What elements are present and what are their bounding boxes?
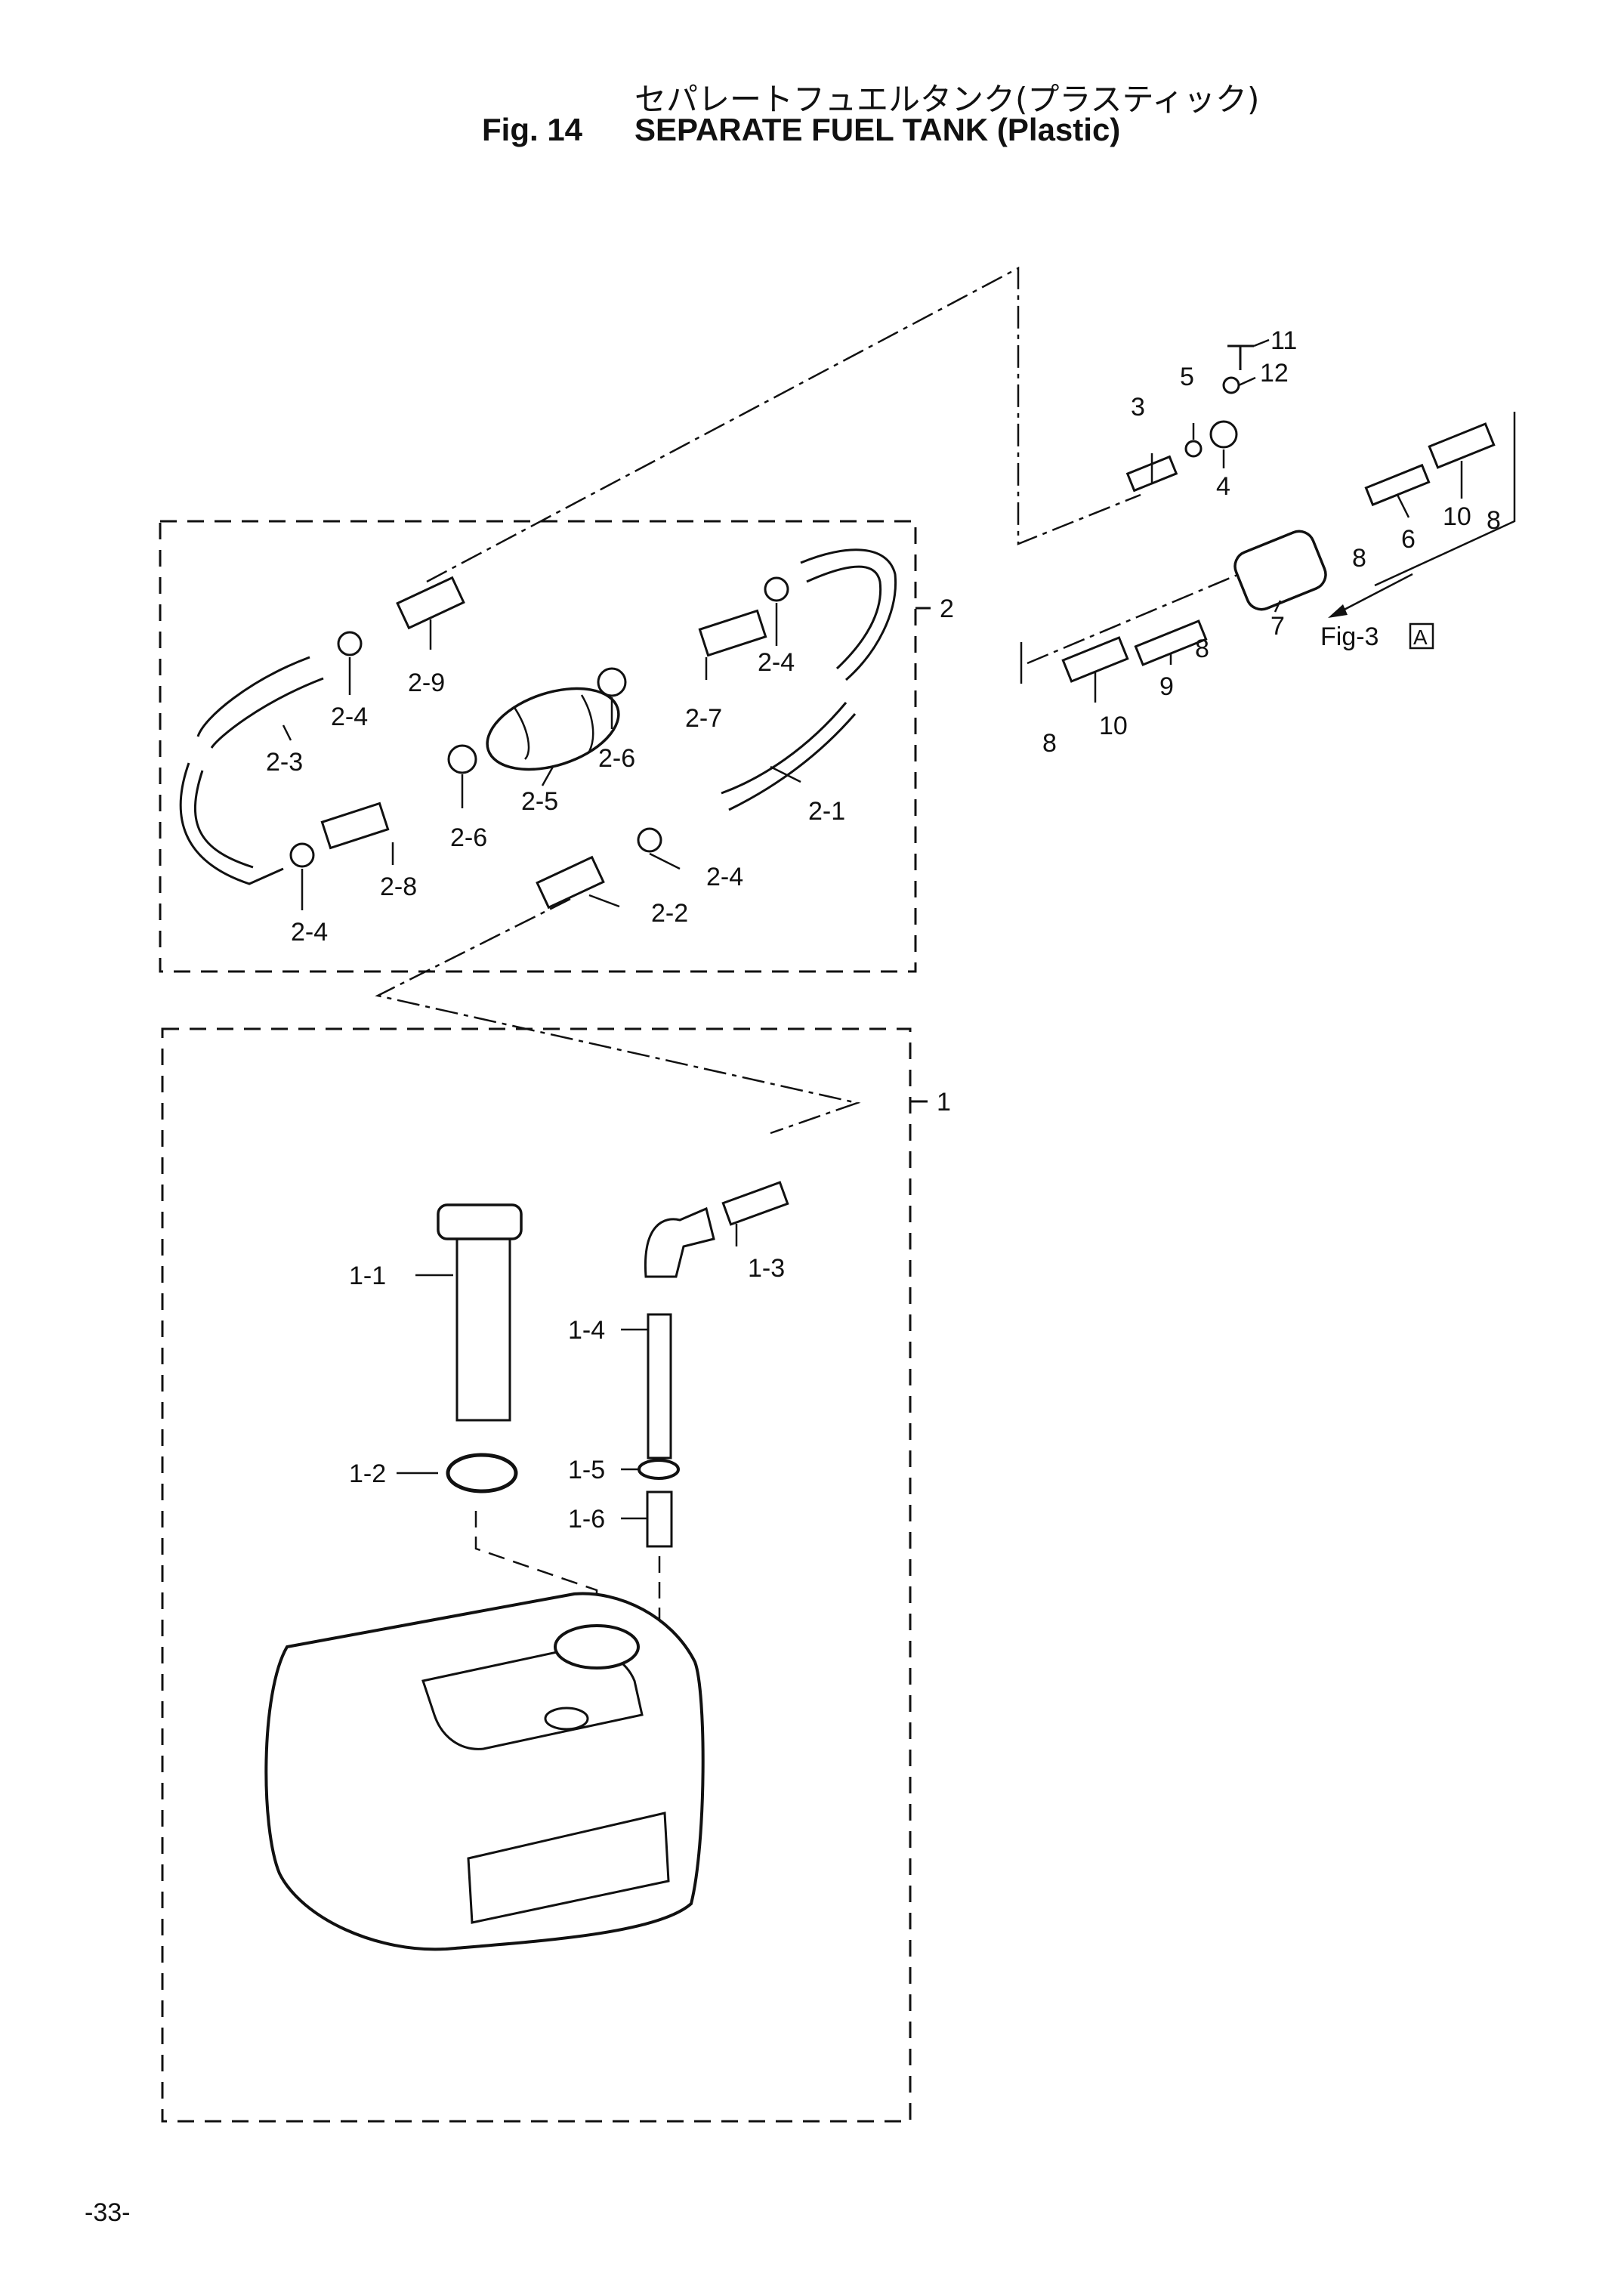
fuel-hose-short-9 bbox=[1134, 619, 1208, 666]
fuel-tank-body bbox=[264, 1592, 705, 1951]
callout-11: 11 bbox=[1270, 326, 1297, 355]
hose-joint bbox=[597, 667, 627, 697]
callout-2-4: 2-4 bbox=[758, 648, 795, 677]
fuel-gauge-cap bbox=[437, 1203, 523, 1240]
fuel-filter-group-bracket bbox=[1020, 412, 1516, 684]
callout-1-6: 1-6 bbox=[568, 1505, 605, 1534]
callout-2-1: 2-1 bbox=[808, 797, 845, 826]
hose-clamp bbox=[289, 842, 315, 868]
fuel-hose-lower-loop bbox=[179, 762, 284, 885]
callout-2-8: 2-8 bbox=[380, 873, 417, 901]
tank-connector bbox=[536, 855, 605, 910]
callout-2-7: 2-7 bbox=[685, 704, 722, 733]
callout-2-9: 2-9 bbox=[408, 669, 445, 697]
fuel-filter-body bbox=[1233, 530, 1327, 611]
assembly-2-box bbox=[159, 520, 917, 973]
callout-1-2: 1-2 bbox=[349, 1459, 386, 1488]
fuel-gauge-tube bbox=[455, 1230, 511, 1422]
fig-ref-box-letter: A bbox=[1413, 625, 1428, 649]
hose-clip-10-lower bbox=[1061, 636, 1129, 683]
primer-bulb bbox=[486, 687, 620, 771]
check-valve-upper bbox=[698, 609, 767, 657]
callout-5: 5 bbox=[1180, 363, 1194, 391]
strainer-1-6 bbox=[646, 1490, 673, 1548]
callout-1-5: 1-5 bbox=[568, 1456, 605, 1484]
elbow-fitting bbox=[644, 1206, 715, 1278]
bracket-4 bbox=[1209, 420, 1238, 449]
fig3-arrow-head bbox=[1328, 604, 1348, 618]
o-ring-1-2 bbox=[446, 1453, 518, 1493]
callout-10: 10 bbox=[1443, 502, 1471, 531]
nut-12 bbox=[1222, 376, 1240, 394]
check-valve-lower bbox=[320, 802, 390, 850]
page-number: -33- bbox=[85, 2198, 131, 2227]
screw-11 bbox=[1227, 344, 1254, 370]
callout-2-5: 2-5 bbox=[521, 787, 558, 816]
hose-clamp bbox=[764, 576, 789, 602]
callout-2-4: 2-4 bbox=[331, 703, 368, 731]
fuel-tank-suction-port bbox=[544, 1707, 589, 1731]
callout-12: 12 bbox=[1260, 359, 1289, 388]
callout-2: 2 bbox=[940, 595, 954, 623]
callout-2-6: 2-6 bbox=[450, 823, 487, 852]
callout-2-4: 2-4 bbox=[291, 918, 328, 947]
tank-to-hose-chain-line bbox=[375, 897, 861, 1135]
callout-8: 8 bbox=[1042, 729, 1057, 758]
callout-2-3: 2-3 bbox=[266, 748, 303, 777]
callout-8: 8 bbox=[1195, 635, 1209, 663]
callout-leader-lines bbox=[282, 338, 1463, 1520]
primer-bulb-ribs bbox=[512, 694, 594, 760]
washer-5 bbox=[1184, 440, 1203, 458]
callout-1-1: 1-1 bbox=[349, 1262, 386, 1290]
callout-1: 1 bbox=[937, 1088, 951, 1117]
callout-2-6: 2-6 bbox=[598, 744, 635, 773]
hose-clamp bbox=[637, 827, 662, 853]
fuel-hose-primer-side bbox=[196, 656, 324, 749]
fuel-hose-engine-side bbox=[721, 702, 857, 811]
connector-1-3 bbox=[721, 1181, 789, 1226]
callout-2-2: 2-2 bbox=[651, 899, 688, 928]
callout-7: 7 bbox=[1270, 612, 1285, 641]
page-title-en: SEPARATE FUEL TANK (Plastic) bbox=[634, 112, 1121, 147]
hose-joint bbox=[447, 744, 477, 774]
callout-4: 4 bbox=[1216, 472, 1230, 501]
engine-connector bbox=[396, 576, 465, 630]
callout-2-4: 2-4 bbox=[706, 863, 743, 891]
callout-1-3: 1-3 bbox=[748, 1254, 785, 1283]
callout-10: 10 bbox=[1099, 712, 1128, 740]
hose-assembly-chain-line bbox=[426, 266, 1141, 583]
fig3-arrow-line bbox=[1336, 573, 1413, 615]
callout-1-4: 1-4 bbox=[568, 1316, 605, 1345]
fig-ref-label: Fig-3 bbox=[1320, 622, 1379, 651]
fuel-tank-side-panel bbox=[467, 1812, 670, 1924]
callout-8: 8 bbox=[1352, 544, 1366, 573]
page-title-jp: セパレートフュエルタンク(プラスティック) bbox=[634, 81, 1260, 118]
hose-clip-10-upper bbox=[1428, 422, 1496, 469]
o-ring-1-5 bbox=[638, 1459, 680, 1480]
assembly-1-box bbox=[161, 1027, 912, 2123]
callout-8: 8 bbox=[1487, 506, 1501, 535]
fuel-tank-filler-neck bbox=[554, 1624, 640, 1670]
callout-6: 6 bbox=[1401, 525, 1416, 554]
fuel-hose-short-6 bbox=[1364, 463, 1431, 507]
suction-pipe-1-4 bbox=[647, 1313, 672, 1459]
hose-clamp bbox=[337, 631, 363, 656]
figure-number: Fig. 14 bbox=[482, 112, 583, 147]
fuel-hose-upper-loop bbox=[800, 548, 897, 681]
callout-9: 9 bbox=[1159, 672, 1174, 701]
callout-3: 3 bbox=[1131, 393, 1145, 422]
fig-ref-box bbox=[1409, 622, 1434, 650]
fuel-filter-axis-line bbox=[1027, 554, 1285, 665]
